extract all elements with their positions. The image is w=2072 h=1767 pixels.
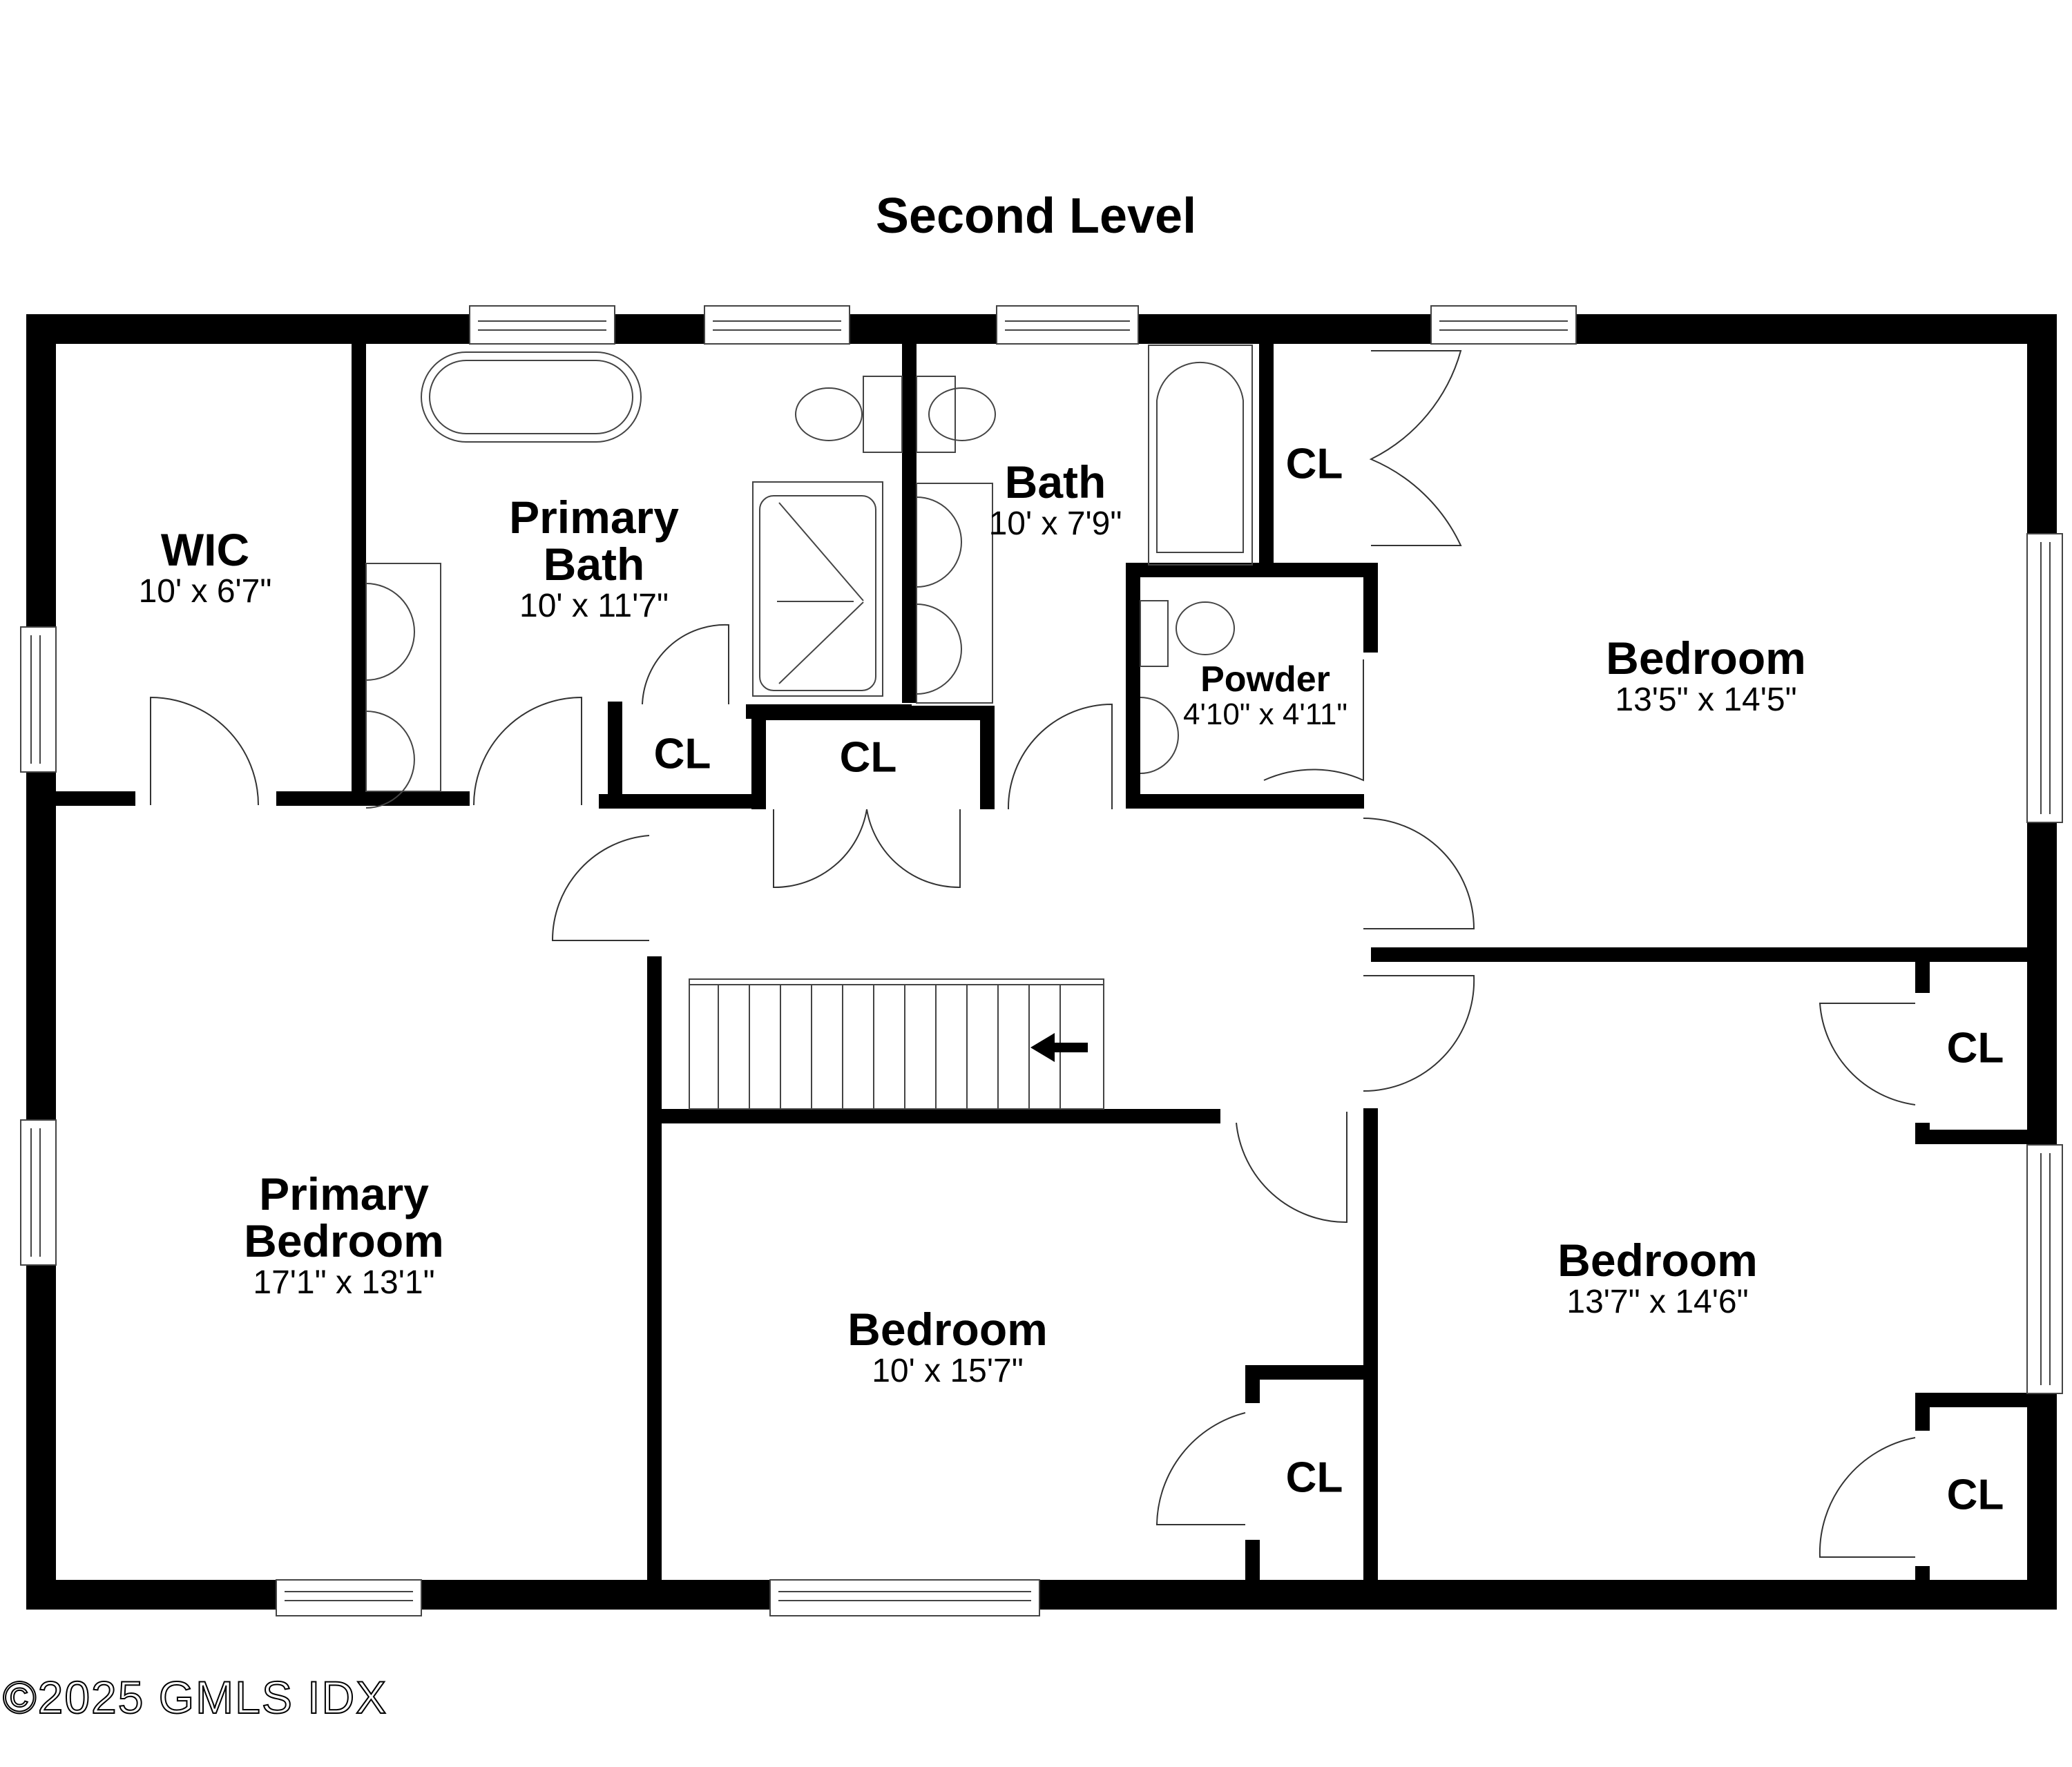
floor-title: Second Level [875,189,1197,244]
room-dimensions: 10' x 6'7" [138,573,272,610]
room-powder: Powder 4'10" x 4'11" [1183,661,1347,731]
closet-label-hall-small: CL [653,730,711,778]
room-name-line1: Primary [509,492,679,543]
toilet [928,387,996,441]
alcove-tub-surround [1148,345,1253,566]
room-bedroom-ne: Bedroom 13'5" x 14'5" [1606,635,1806,719]
door-closet-double-r [866,809,961,889]
room-name: WIC [160,524,250,575]
window [996,305,1139,345]
room-dimensions: 13'7" x 14'6" [1566,1284,1749,1320]
shower [752,481,883,697]
vanity [916,483,993,704]
door-bedroom-se [1363,975,1475,1092]
closet-label-s: CL [1285,1454,1343,1502]
vanity [365,563,441,792]
door-closet-ne [1369,350,1462,546]
room-wic: WIC 10' x 6'7" [139,526,272,610]
door-bedroom-s [1236,1112,1347,1224]
room-name: Bedroom [1606,633,1806,684]
room-primary-bedroom: Primary Bedroom 17'1" x 13'1" [244,1170,444,1302]
toilet [795,387,863,441]
room-dimensions: 4'10" x 4'11" [1182,697,1348,731]
door-closet-small [642,624,729,705]
door-bedroom-ne [1363,818,1475,929]
sink [916,604,962,695]
door-closet-s [1155,1412,1246,1525]
door-bath [1007,703,1113,810]
door-closet-double-l [773,809,867,889]
room-name: Powder [1200,659,1330,699]
outer-wall-left [26,314,56,1609]
closet-label-se-lower: CL [1946,1471,2004,1519]
door-closet-se-lower [1819,1437,1916,1558]
outer-wall-right [2027,314,2057,1609]
room-name-line2: Bedroom [244,1215,444,1266]
room-dimensions: 10' x 7'9" [988,505,1122,542]
room-bedroom-s: Bedroom 10' x 15'7" [847,1306,1048,1390]
room-name-line2: Bath [543,539,645,590]
room-name: Bath [1004,456,1106,508]
sink [365,711,415,809]
window [2026,1144,2063,1394]
window [769,1579,1040,1616]
window [20,1119,57,1266]
window [1430,305,1577,345]
toilet [1176,601,1235,655]
window [2026,533,2063,823]
room-dimensions: 17'1" x 13'1" [253,1264,435,1301]
stairs [689,978,1104,1110]
closet-label-hall-double: CL [839,733,897,782]
door-wic [150,696,259,806]
windows [20,305,2063,1616]
door-primary-bedroom [551,835,650,941]
window [276,1579,422,1616]
room-dimensions: 10' x 15'7" [872,1353,1024,1389]
copyright-watermark: ©2025 GMLS IDX [2,1671,388,1723]
door-primary-bath [473,696,582,806]
door-closet-se-upper [1819,1003,1916,1105]
sink [365,583,415,681]
closet-label-se-upper: CL [1946,1024,2004,1072]
arrow-left-icon [1030,1033,1088,1062]
window [20,626,57,773]
room-dimensions: 10' x 11'7" [519,588,669,624]
room-primary-bath: Primary Bath 10' x 11'7" [509,494,679,625]
room-name-line1: Primary [259,1168,429,1219]
room-dimensions: 13'5" x 14'5" [1615,682,1797,718]
room-name: Bedroom [847,1304,1048,1355]
door-swings [150,350,1916,1558]
room-name: Bedroom [1557,1235,1758,1286]
sink [1140,697,1179,774]
room-bedroom-se: Bedroom 13'7" x 14'6" [1557,1237,1758,1321]
fixtures [365,345,1253,809]
room-bath: Bath 10' x 7'9" [989,458,1122,543]
window [704,305,850,345]
freestanding-tub [421,351,642,443]
closet-label-ne: CL [1285,440,1343,488]
door-powder [1263,659,1364,782]
alcove-tub [1156,361,1244,553]
window [469,305,615,345]
sink [916,496,962,588]
